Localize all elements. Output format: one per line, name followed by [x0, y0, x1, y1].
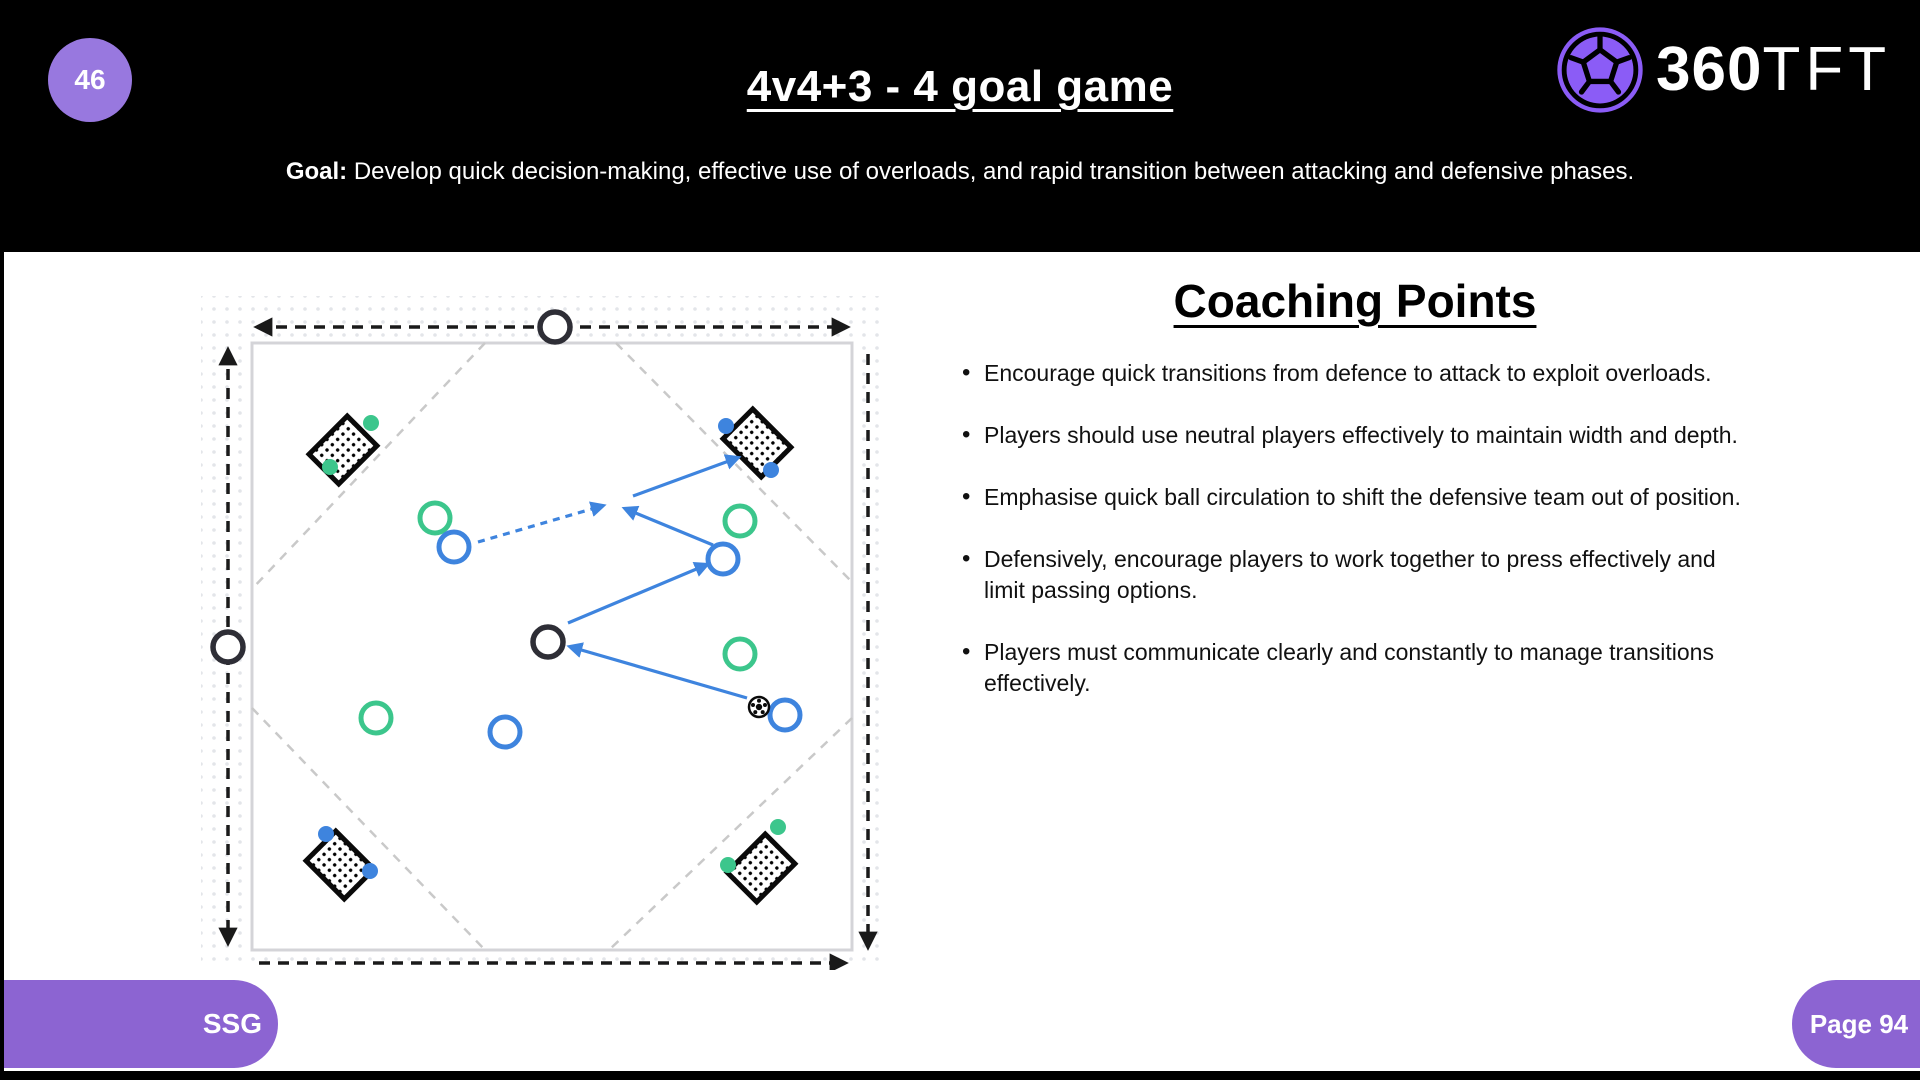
blue-goal-marker-dot	[763, 462, 779, 478]
coaching-points-panel: Coaching Points Encourage quick transiti…	[960, 274, 1750, 730]
brand-logo: 360TFT	[1556, 26, 1891, 114]
diamond-dashed-line	[251, 707, 486, 951]
coaching-point: Encourage quick transitions from defence…	[960, 357, 1750, 389]
green-goal-marker-dot	[770, 819, 786, 835]
soccer-ball-patch	[755, 703, 763, 711]
blue-player-ring	[487, 714, 523, 750]
mini-goal-icon	[719, 405, 795, 481]
goal-net	[302, 827, 378, 903]
pass-arrow	[632, 454, 742, 498]
header: 46 4v4+3 - 4 goal game 360TFT Goal: Deve…	[0, 0, 1920, 252]
coaching-point: Players must communicate clearly and con…	[960, 636, 1750, 699]
green-goal-marker-dot	[363, 415, 379, 431]
coaching-point: Emphasise quick ball circulation to shif…	[960, 481, 1750, 513]
blue-goal-marker-dot	[362, 863, 378, 879]
pass-arrow	[566, 642, 748, 700]
soccer-ball-patch	[762, 703, 767, 708]
goal-net	[719, 405, 795, 481]
goal-statement: Goal: Develop quick decision-making, eff…	[0, 158, 1920, 186]
green-player-ring	[722, 636, 758, 672]
pass-arrow	[621, 505, 714, 547]
run-dashed-arrow	[477, 501, 607, 544]
page-title: 4v4+3 - 4 goal game	[746, 62, 1174, 111]
page-number-label: Page 94	[1809, 1008, 1909, 1039]
drill-number-badge: 46	[48, 38, 132, 122]
coaching-point: Players should use neutral players effec…	[960, 419, 1750, 451]
soccer-ball-patch	[757, 698, 761, 703]
soccer-ball-logo-icon	[1557, 27, 1643, 113]
brand-wordmark: 360TFT	[1656, 26, 1891, 114]
neutral-player-ring	[530, 624, 566, 660]
goal-text: Develop quick decision-making, effective…	[353, 158, 1635, 185]
page-number-pill: Page 94	[1792, 980, 1920, 1068]
drill-number: 46	[74, 64, 106, 95]
blue-goal-marker-dot	[718, 418, 734, 434]
diamond-dashed-line	[608, 717, 853, 951]
left-edge-border	[0, 252, 4, 1080]
diagram-content	[201, 296, 879, 970]
green-player-ring	[417, 500, 453, 536]
mini-goal-icon	[723, 830, 799, 906]
goal-label: Goal:	[285, 158, 348, 185]
blue-player-ring	[436, 529, 472, 565]
blue-goal-marker-dot	[318, 826, 334, 842]
soccer-ball-patch	[751, 703, 756, 708]
brand-tft: TFT	[1762, 35, 1892, 104]
coaching-points-heading: Coaching Points	[1173, 275, 1537, 327]
category-pill: SSG	[0, 980, 278, 1068]
neutral-player-ring	[210, 629, 246, 665]
bottom-bar	[0, 1071, 1920, 1080]
pass-arrow	[567, 561, 711, 625]
blue-player-ring	[705, 541, 741, 577]
drill-diagram	[201, 296, 879, 970]
category-label: SSG	[202, 1008, 262, 1039]
soccer-ball-patch	[753, 710, 758, 715]
coaching-point: Defensively, encourage players to work t…	[960, 543, 1750, 606]
neutral-player-ring	[537, 309, 573, 345]
diamond-dashed-line	[615, 342, 853, 583]
blue-player-ring	[767, 697, 803, 733]
coaching-points-list: Encourage quick transitions from defence…	[960, 357, 1750, 699]
green-player-ring	[358, 700, 394, 736]
goal-net	[723, 830, 799, 906]
soccer-ball-patch	[760, 710, 765, 715]
green-player-ring	[722, 503, 758, 539]
brand-360: 360	[1656, 35, 1763, 104]
diamond-dashed-line	[251, 342, 486, 590]
green-goal-marker-dot	[720, 857, 736, 873]
mini-goal-icon	[302, 827, 378, 903]
green-goal-marker-dot	[322, 459, 338, 475]
